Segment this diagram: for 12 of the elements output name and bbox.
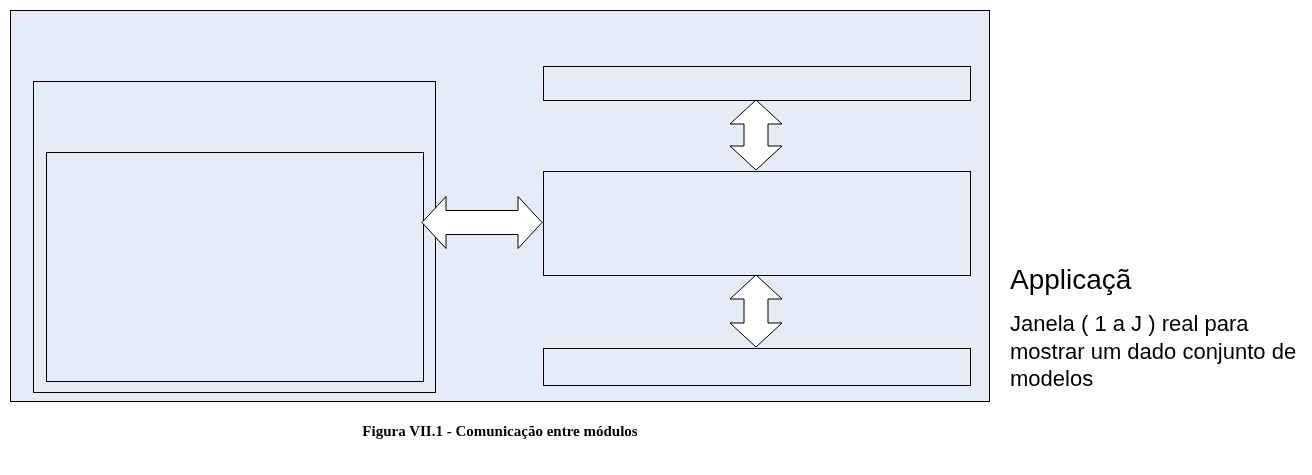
module-box (543, 171, 971, 276)
module-box (46, 152, 424, 382)
annotation-text: Applicaçã (1010, 263, 1133, 297)
double-block-arrow (729, 274, 783, 348)
figure-caption: Figura VII.1 - Comunicação entre módulos (361, 422, 639, 441)
module-box (10, 10, 990, 402)
double-block-arrow (729, 99, 783, 171)
module-box (543, 66, 971, 101)
module-box (543, 348, 971, 386)
double-block-arrow (421, 196, 543, 249)
annotation-text: Janela ( 1 a J ) real para mostrar um dado conjunto de modelos (1010, 310, 1298, 393)
module-box (33, 81, 436, 393)
